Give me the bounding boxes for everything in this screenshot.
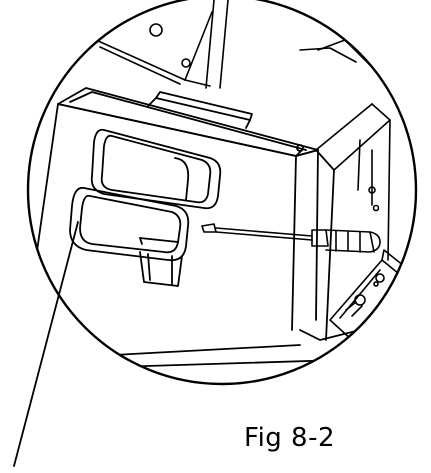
mounting-bracket	[329, 249, 405, 341]
figure-caption: Fig 8-2	[244, 423, 336, 453]
panel-box	[28, 103, 361, 371]
side-panel	[315, 103, 391, 261]
panel-top-face	[57, 87, 319, 157]
screwdriver	[201, 223, 381, 253]
magnifier-circle	[26, 0, 418, 386]
magnified-view	[28, 0, 405, 371]
top-slot	[90, 128, 222, 210]
lower-handle	[69, 186, 190, 262]
leader-line	[13, 221, 79, 467]
hinge-tab	[139, 251, 183, 287]
